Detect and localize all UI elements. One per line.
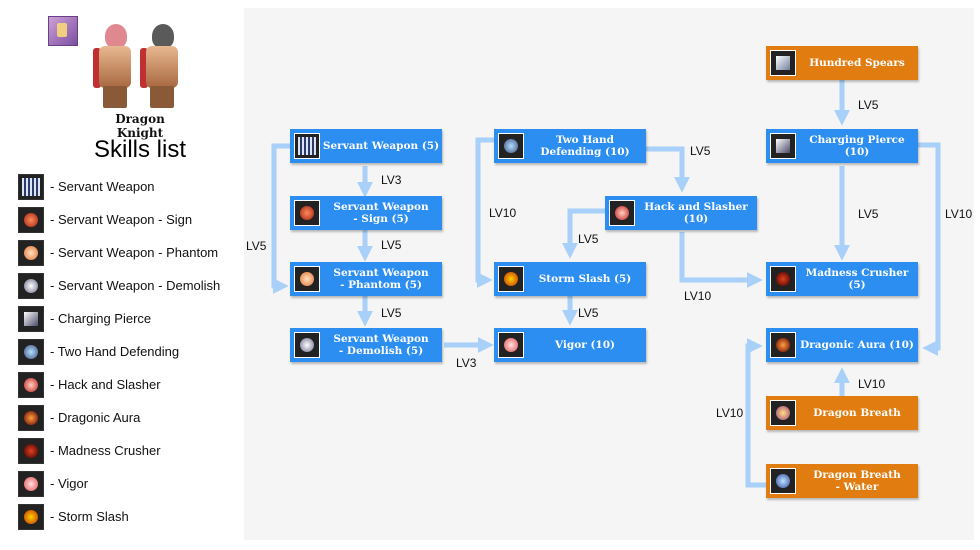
connector-water-to-aura: [745, 337, 766, 488]
skill-label: - Charging Pierce: [50, 311, 152, 326]
skill-label: - Servant Weapon: [50, 179, 155, 194]
dragonic-aura-icon: [770, 332, 796, 358]
skill-label: - Servant Weapon - Demolish: [50, 278, 221, 293]
servant-weapon-icon: [294, 133, 320, 159]
level-label: LV5: [381, 306, 402, 320]
node-vigor[interactable]: Vigor (10): [494, 328, 646, 362]
level-label: LV10: [858, 377, 886, 391]
skill-label: - Madness Crusher: [50, 443, 161, 458]
skill-label: - Vigor: [50, 476, 89, 491]
skill-label: - Servant Weapon - Sign: [50, 212, 193, 227]
node-madness-crusher[interactable]: Madness Crusher (5): [766, 262, 918, 296]
node-dragon-breath[interactable]: Dragon Breath: [766, 396, 918, 430]
level-label: LV5: [246, 239, 267, 253]
node-servant-weapon-phantom[interactable]: Servant Weapon - Phantom (5): [290, 262, 442, 296]
level-label: LV5: [578, 232, 599, 246]
vigor-icon: [18, 470, 44, 497]
node-servant-weapon-demolish[interactable]: Servant Weapon - Demolish (5): [290, 328, 442, 362]
level-label: LV5: [690, 144, 711, 158]
skill-list-item: - Vigor: [18, 467, 220, 500]
node-servant-weapon-sign[interactable]: Servant Weapon - Sign (5): [290, 196, 442, 230]
level-label: LV10: [489, 206, 517, 220]
node-dragon-breath-water[interactable]: Dragon Breath - Water: [766, 464, 918, 498]
madness-crusher-icon: [770, 266, 796, 292]
servant-weapon-phantom-icon: [294, 266, 320, 292]
charging-pierce-icon: [770, 133, 796, 159]
dragonic-aura-icon: [18, 404, 44, 431]
skill-label: - Servant Weapon - Phantom: [50, 245, 219, 260]
connector-servant-to-phantom: [271, 143, 290, 295]
skill-list-item: - Servant Weapon - Demolish: [18, 269, 220, 302]
level-label: LV5: [858, 98, 879, 112]
servant-weapon-phantom-icon: [18, 239, 44, 266]
skill-label: - Two Hand Defending: [50, 344, 180, 359]
job-name: Dragon Knight: [115, 112, 165, 140]
job-emblem-icon: [48, 16, 78, 46]
node-servant-weapon[interactable]: Servant Weapon (5): [290, 129, 442, 163]
level-label: LV10: [945, 207, 973, 221]
level-label: LV3: [456, 356, 477, 370]
hundred-spears-icon: [770, 50, 796, 76]
two-hand-defending-icon: [498, 133, 524, 159]
skills-list-title: Skills list: [93, 136, 186, 163]
connector-hack-to-storm: [561, 208, 605, 259]
node-two-hand-defending[interactable]: Two Hand Defending (10): [494, 129, 646, 163]
skill-list-item: - Dragonic Aura: [18, 401, 220, 434]
male-character-sprite: [93, 24, 137, 110]
hack-and-slasher-icon: [609, 200, 635, 226]
node-dragonic-aura[interactable]: Dragonic Aura (10): [766, 328, 918, 362]
skill-tree-connectors: [271, 80, 941, 488]
two-hand-defending-icon: [18, 338, 44, 365]
servant-weapon-demolish-icon: [294, 332, 320, 358]
connector-pierce-to-aura: [916, 142, 941, 357]
skill-list-item: - Servant Weapon - Sign: [18, 203, 220, 236]
skills-panel: Dragon Knight Skills list - Servant Weap…: [0, 0, 242, 550]
storm-slash-icon: [498, 266, 524, 292]
storm-slash-icon: [18, 503, 44, 530]
level-label: LV10: [716, 406, 744, 420]
skill-list-item: - Two Hand Defending: [18, 335, 220, 368]
connector-hack-to-madness: [679, 232, 763, 289]
level-label: LV5: [381, 238, 402, 252]
servant-weapon-demolish-icon: [18, 272, 44, 299]
level-label: LV3: [381, 173, 402, 187]
skill-label: - Dragonic Aura: [50, 410, 141, 425]
madness-crusher-icon: [18, 437, 44, 464]
node-charging-pierce[interactable]: Charging Pierce (10): [766, 129, 918, 163]
connector-twohand-to-hack: [646, 146, 691, 193]
node-storm-slash[interactable]: Storm Slash (5): [494, 262, 646, 296]
skill-list-item: - Hack and Slasher: [18, 368, 220, 401]
skills-list: - Servant Weapon - Servant Weapon - Sign…: [18, 170, 220, 533]
hack-and-slasher-icon: [18, 371, 44, 398]
skill-list-item: - Storm Slash: [18, 500, 220, 533]
node-hack-and-slasher[interactable]: Hack and Slasher (10): [605, 196, 757, 230]
servant-weapon-sign-icon: [294, 200, 320, 226]
node-hundred-spears[interactable]: Hundred Spears: [766, 46, 918, 80]
skill-list-item: - Servant Weapon: [18, 170, 220, 203]
servant-weapon-icon: [18, 173, 44, 200]
level-label: LV5: [578, 306, 599, 320]
connector-twohand-to-storm: [475, 137, 494, 289]
servant-weapon-sign-icon: [18, 206, 44, 233]
skill-tree: Servant Weapon (5) Servant Weapon - Sign…: [244, 8, 974, 540]
dragon-breath-icon: [770, 400, 796, 426]
skill-list-item: - Madness Crusher: [18, 434, 220, 467]
female-character-sprite: [140, 24, 184, 110]
dragon-breath-water-icon: [770, 468, 796, 494]
level-label: LV10: [684, 289, 712, 303]
level-label: LV5: [858, 207, 879, 221]
skill-list-item: - Servant Weapon - Phantom: [18, 236, 220, 269]
skill-list-item: - Charging Pierce: [18, 302, 220, 335]
vigor-icon: [498, 332, 524, 358]
skill-label: - Storm Slash: [50, 509, 129, 524]
charging-pierce-icon: [18, 305, 44, 332]
skill-label: - Hack and Slasher: [50, 377, 161, 392]
